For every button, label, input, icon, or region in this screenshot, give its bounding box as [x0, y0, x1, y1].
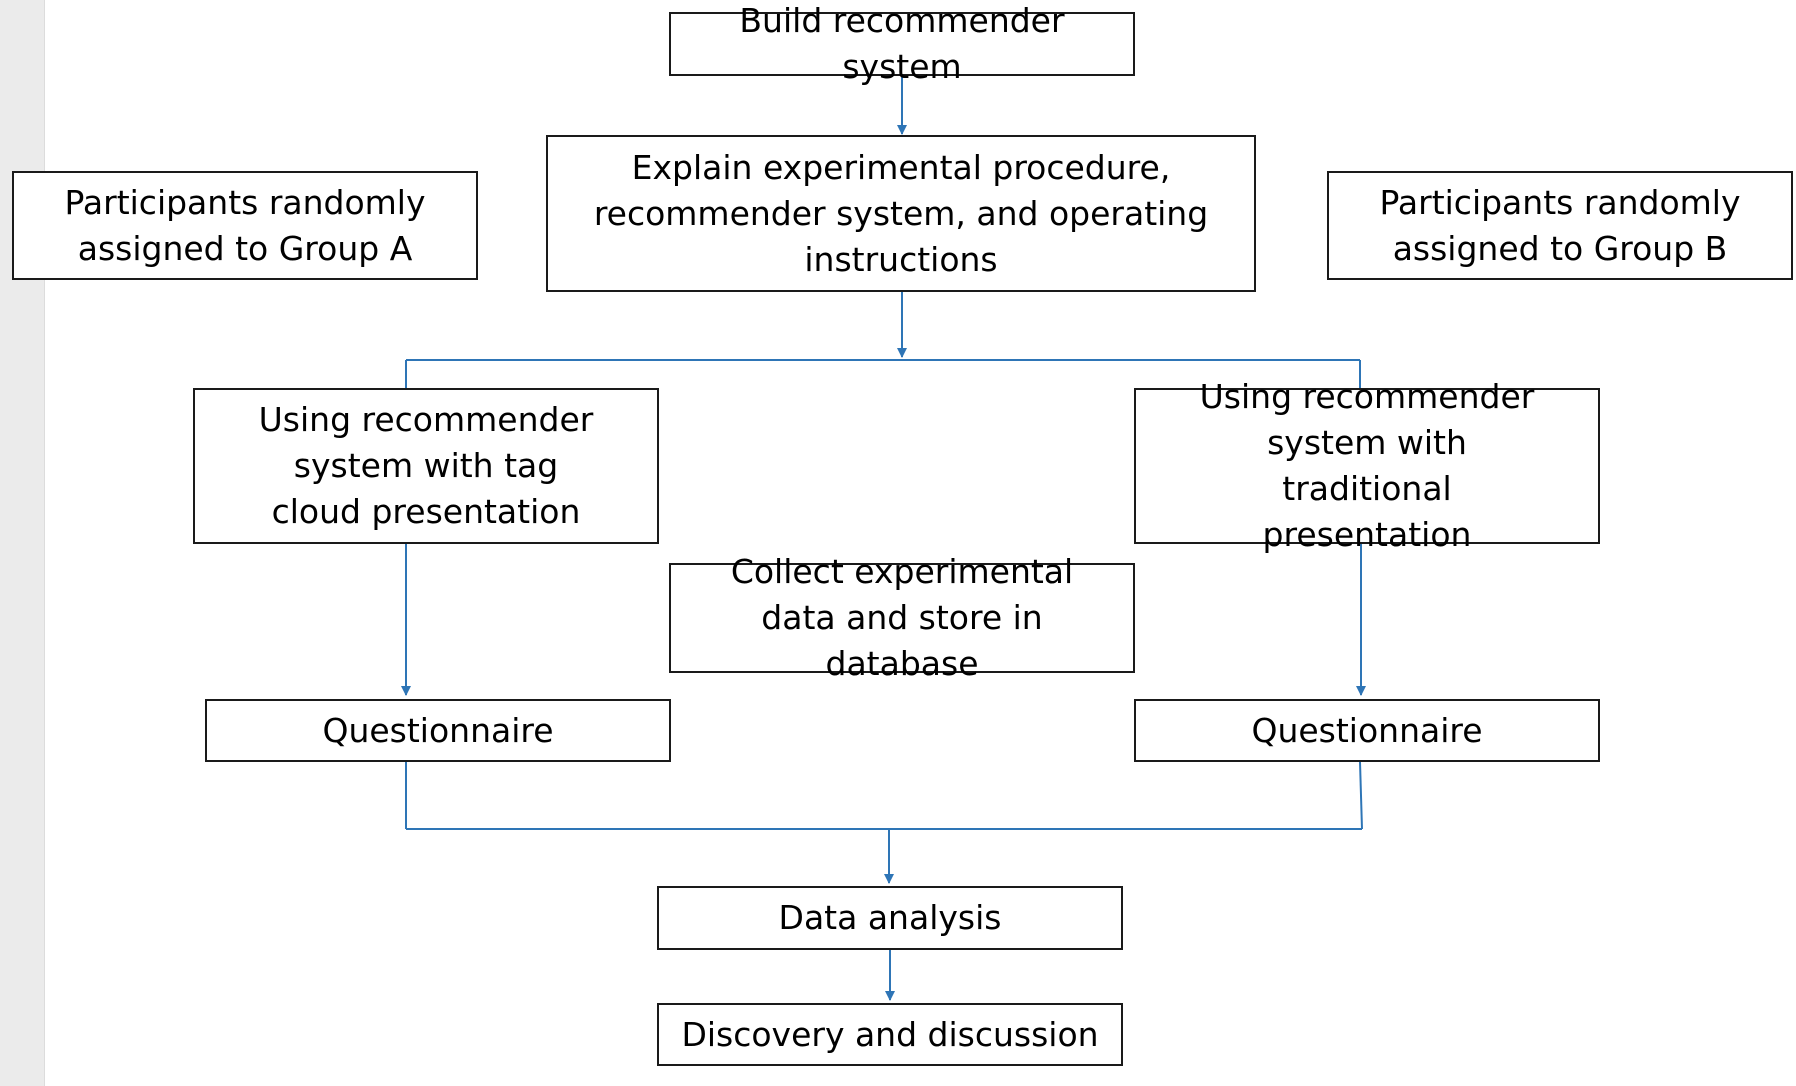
node-group-b-assignment: Participants randomly assigned to Group … [1327, 171, 1793, 280]
node-discussion-label: Discovery and discussion [681, 1014, 1099, 1054]
node-traditional-label: Using recommender system with traditiona… [1199, 377, 1535, 554]
node-group-b-label: Participants randomly assigned to Group … [1379, 182, 1741, 268]
node-explain-procedure: Explain experimental procedure, recommen… [546, 135, 1256, 292]
node-traditional-presentation: Using recommender system with traditiona… [1134, 377, 1600, 554]
node-collect-label: Collect experimental data and store in d… [730, 552, 1074, 683]
node-build-label: Build recommender system [739, 1, 1065, 86]
node-tag-cloud-presentation: Using recommender system with tag cloud … [193, 388, 659, 544]
node-data-analysis: Data analysis [657, 886, 1123, 950]
node-collect-data: Collect experimental data and store in d… [669, 552, 1135, 683]
node-questionnaire-a: Questionnaire [205, 699, 671, 762]
node-group-a-assignment: Participants randomly assigned to Group … [12, 171, 478, 280]
node-explain-label: Explain experimental procedure, recommen… [593, 147, 1209, 279]
node-discovery-discussion: Discovery and discussion [657, 1003, 1123, 1066]
merge-rise-right [1359, 761, 1363, 830]
node-group-a-label: Participants randomly assigned to Group … [64, 182, 426, 268]
node-questionnaire-b-label: Questionnaire [1251, 710, 1483, 750]
node-build-recommender-system: Build recommender system [669, 1, 1135, 86]
node-analysis-label: Data analysis [778, 898, 1002, 937]
node-tag-cloud-label: Using recommender system with tag cloud … [258, 400, 594, 531]
node-questionnaire-a-label: Questionnaire [322, 710, 554, 750]
node-questionnaire-b: Questionnaire [1134, 699, 1600, 762]
